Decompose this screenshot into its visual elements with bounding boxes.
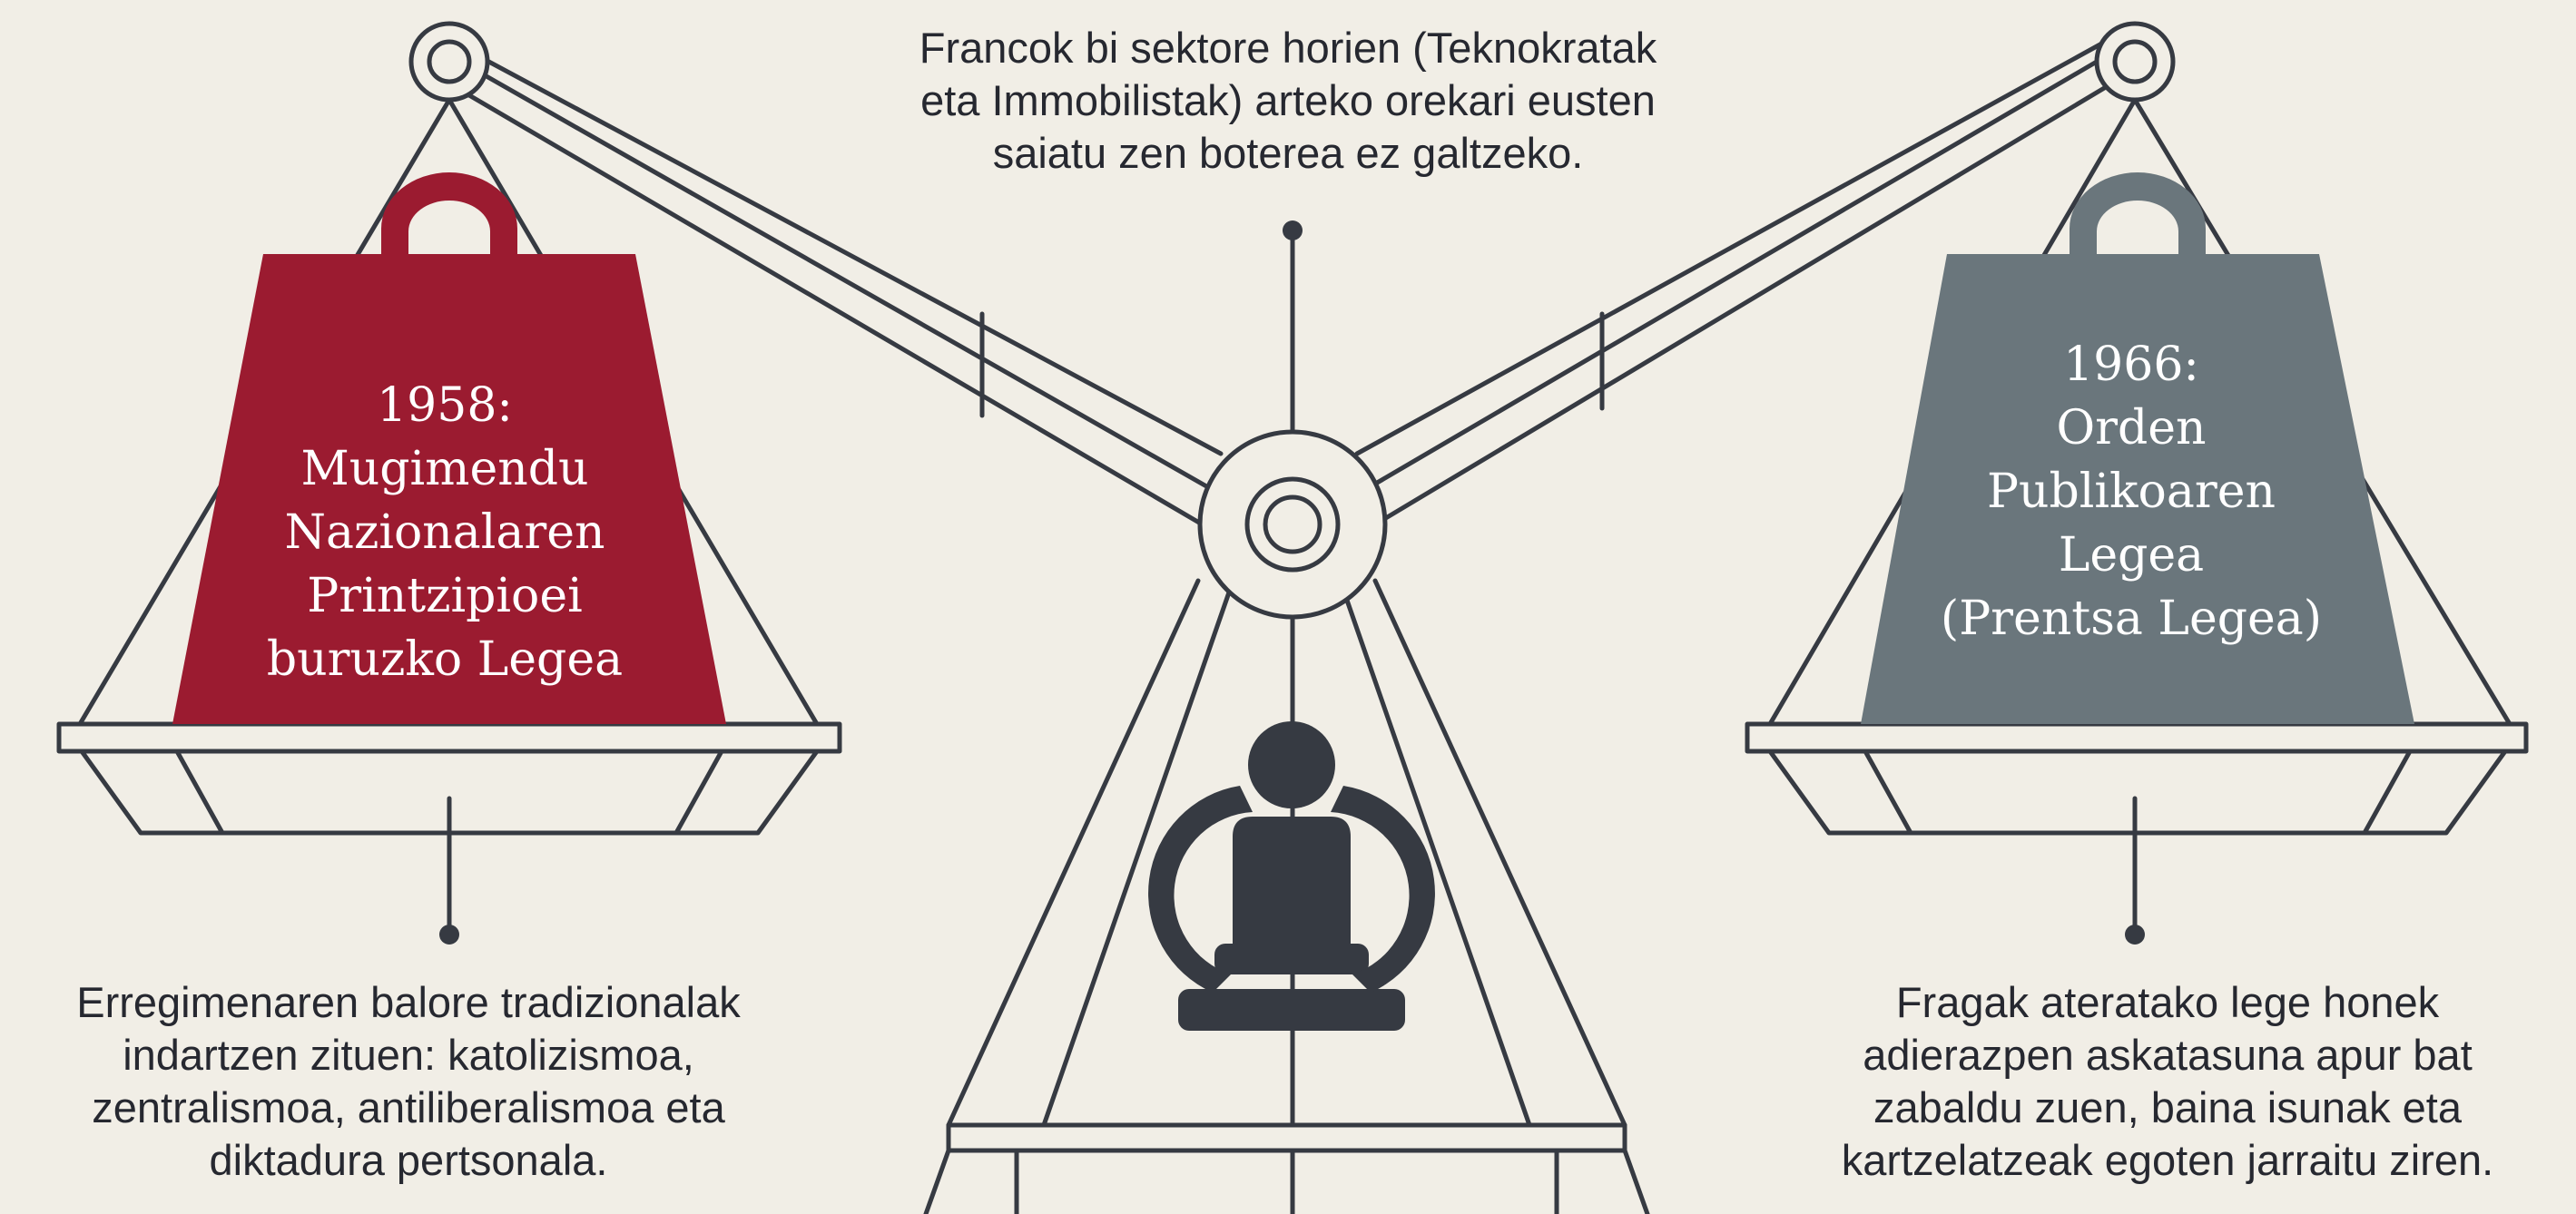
right-pan (1745, 721, 2529, 933)
left-caption-line: indartzen zituen: katolizismoa, (123, 1031, 694, 1079)
right-weight-year: 1966: (2063, 338, 2199, 392)
left-weight-title-line: Printzipioei (307, 569, 583, 623)
left-caption-line: diktadura pertsonala. (209, 1136, 608, 1184)
central-column (946, 224, 1627, 1214)
right-pointer-dot (2125, 925, 2145, 945)
right-weight-title-line: Orden (2056, 401, 2207, 455)
right-weight-title-line: (Prentsa Legea) (1940, 592, 2323, 646)
left-end-ring (408, 21, 490, 103)
right-caption-line: kartzelatzeak egoten jarraitu ziren. (1841, 1136, 2494, 1184)
left-weight (172, 172, 726, 724)
right-weight-title-line: Publikoaren (1987, 465, 2276, 519)
right-caption-line: Fragak ateratako lege honek (1895, 978, 2440, 1026)
right-caption: Fragak ateratako lege honek adierazpen a… (1759, 976, 2576, 1187)
left-caption: Erregimenaren balore tradizionalak indar… (0, 976, 817, 1187)
right-weight-label: 1966: Orden Publikoaren Legea (Prentsa L… (1895, 333, 2367, 651)
right-weight-title-line: Legea (2058, 528, 2205, 583)
seated-figure-icon (1148, 721, 1435, 1031)
top-caption-line: eta Immobilistak) arteko orekari eusten (920, 76, 1656, 124)
left-weight-title-line: buruzko Legea (266, 632, 624, 687)
left-caption-line: Erregimenaren balore tradizionalak (76, 978, 741, 1026)
left-weight-year: 1958: (377, 378, 513, 433)
right-end-ring (2094, 21, 2176, 103)
right-caption-line: adierazpen askatasuna apur bat (1863, 1031, 2473, 1079)
right-weight (1861, 172, 2414, 724)
left-weight-label: 1958: Mugimendu Nazionalaren Printzipioe… (209, 374, 681, 691)
pivot-hub (1197, 429, 1388, 620)
top-caption: Francok bi sektore horien (Teknokratak e… (743, 22, 1833, 180)
top-pointer-dot (1283, 220, 1303, 240)
left-caption-line: zentralismoa, antiliberalismoa eta (92, 1083, 725, 1131)
left-weight-title-line: Nazionalaren (284, 505, 605, 560)
beam-right-arm (1354, 34, 2118, 538)
left-weight-title-line: Mugimendu (300, 442, 589, 496)
top-caption-line: Francok bi sektore horien (Teknokratak (919, 24, 1657, 72)
scale-base (923, 1122, 1650, 1214)
beam-left-arm (456, 43, 1224, 538)
top-caption-line: saiatu zen boterea ez galtzeko. (992, 129, 1584, 177)
right-caption-line: zabaldu zuen, baina isunak eta (1873, 1083, 2463, 1131)
left-pan (56, 721, 842, 933)
left-pointer-dot (439, 925, 459, 945)
